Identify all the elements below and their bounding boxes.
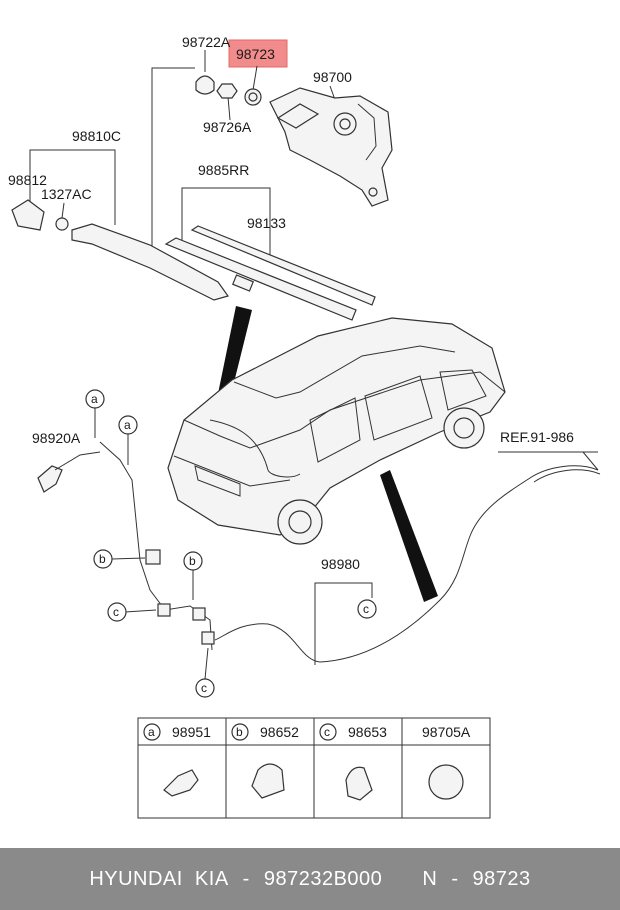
footer-bar: HYUNDAI KIA - 987232B000 N - 98723 [0, 848, 620, 910]
legend-cell-98705A: 98705A [422, 724, 471, 800]
footer-sep-1: - [242, 867, 250, 890]
svg-text:a: a [124, 418, 131, 432]
wiper-blade-9885RR [164, 225, 376, 321]
footer-code: 98723 [472, 867, 531, 890]
wiper-arm-98810C [11, 199, 229, 301]
cap-98722A [195, 75, 215, 95]
cap-98705A-icon [428, 764, 464, 800]
vehicle-body [167, 317, 506, 545]
svg-text:a: a [91, 392, 98, 406]
label-98920A: 98920A [32, 430, 81, 446]
label-98722A: 98722A [182, 34, 231, 50]
legend-table: a 98951 b 98652 c 98653 98705A [137, 717, 491, 819]
label-1327AC: 1327AC [41, 186, 92, 202]
washer-nozzle-hose-98920A [37, 441, 215, 651]
marker-c-1: c [107, 602, 157, 622]
svg-text:98951: 98951 [172, 724, 211, 740]
svg-text:98705A: 98705A [422, 724, 471, 740]
clip-98653-icon [345, 766, 373, 801]
svg-text:c: c [363, 602, 369, 616]
pointer-car-to-hose [380, 470, 438, 602]
label-9885RR: 9885RR [198, 162, 249, 178]
washer-hose-98980 [214, 465, 599, 663]
marker-a-1: a [85, 389, 105, 438]
svg-text:98652: 98652 [260, 724, 299, 740]
label-98980: 98980 [321, 556, 360, 572]
label-ref: REF.91-986 [500, 429, 574, 445]
legend-cell-a: a 98951 [143, 723, 211, 797]
marker-c-2: c [195, 647, 215, 698]
svg-text:a: a [148, 725, 155, 739]
label-98810C: 98810C [72, 128, 121, 144]
svg-text:b: b [189, 554, 196, 568]
footer-spacer [396, 868, 408, 891]
marker-b-1: b [93, 549, 146, 569]
highlight-box-98723 [228, 39, 288, 68]
nut-98726A [216, 83, 238, 99]
parts-diagram: 98722A 98723 98700 98726A 98810C 98812 1… [8, 34, 601, 819]
clip-98652-icon [251, 763, 285, 799]
svg-text:c: c [113, 605, 119, 619]
label-98700: 98700 [313, 69, 352, 85]
svg-text:b: b [236, 725, 243, 739]
marker-c-3: c [357, 599, 377, 619]
label-98726A: 98726A [203, 119, 252, 135]
svg-text:b: b [99, 552, 106, 566]
footer-sep-2: - [451, 867, 459, 890]
label-98723: 98723 [236, 46, 275, 62]
footer-brand: HYUNDAI KIA [89, 867, 229, 890]
wiper-motor-98700 [269, 87, 393, 207]
marker-b-2: b [183, 551, 203, 600]
marker-a-2: a [118, 415, 138, 465]
svg-text:98653: 98653 [348, 724, 387, 740]
leader-lines [29, 50, 599, 665]
legend-cell-c: c 98653 [319, 723, 387, 801]
label-98133: 98133 [247, 215, 286, 231]
clip-98951-icon [163, 769, 199, 797]
label-98812: 98812 [8, 172, 47, 188]
legend-cell-b: b 98652 [231, 723, 299, 799]
footer-part-number: 987232B000 [263, 867, 383, 890]
svg-text:c: c [201, 681, 207, 695]
svg-text:c: c [324, 725, 330, 739]
footer-n: N [422, 867, 438, 890]
